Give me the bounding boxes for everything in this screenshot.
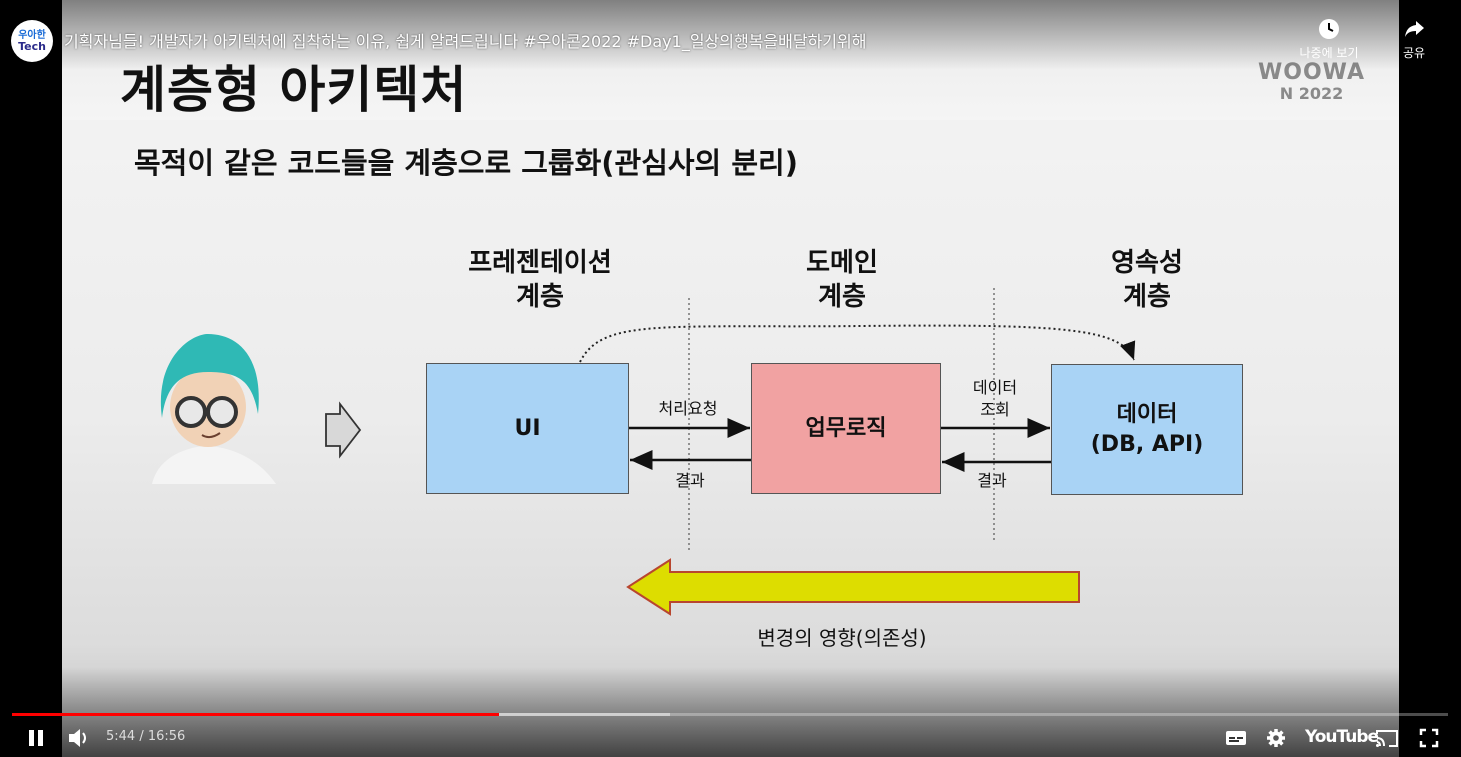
clock-icon [1319,19,1339,39]
user-avatar-icon [152,334,276,484]
domain-layer-name: 도메인 [806,248,878,278]
ui-box: UI [426,363,629,494]
dotted-bypass-arrow [579,324,1136,363]
time-separator: / [135,729,148,744]
volume-button[interactable] [66,726,92,750]
progress-bar[interactable] [12,713,1448,716]
business-logic-box: 업무로직 [751,363,941,494]
presentation-layer-suffix: 계층 [516,282,564,312]
persistence-layer-label: 영속성 계층 [1067,246,1227,314]
domain-layer-suffix: 계층 [818,282,866,312]
persistence-layer-suffix: 계층 [1123,282,1171,312]
cast-icon [1376,730,1398,747]
subtitles-button[interactable] [1223,726,1249,750]
data-box-line2: (DB, API) [1090,431,1204,457]
dependency-label: 변경의 영향(의존성) [757,626,927,650]
slide-subtitle: 목적이 같은 코드들을 계층으로 그룹화(관심사의 분리) [134,146,798,180]
progress-played [12,713,499,716]
diagram-lines [152,288,1136,616]
share-button[interactable]: 공유 [1394,18,1434,61]
pause-icon [29,730,43,746]
slide: 계층형 아키텍처 WOOWA N 2022 목적이 같은 코드들을 계층으로 그… [62,0,1399,757]
watch-later-button[interactable]: 나중에 보기 [1286,18,1372,61]
channel-logo-line2: Tech [18,39,46,53]
brand-line2: N 2022 [1279,84,1344,103]
video-title-link[interactable]: 기획자님들! 개발자가 아키텍처에 집착하는 이유, 쉽게 알려드립니다 #우아… [64,32,867,51]
channel-avatar[interactable]: 우아한 Tech [11,20,53,62]
cast-button[interactable] [1374,726,1400,750]
channel-logo-line1: 우아한 [18,29,46,41]
fullscreen-icon [1419,728,1439,748]
slide-title: 계층형 아키텍처 [120,61,468,119]
data-box: 데이터 (DB, API) [1051,364,1243,495]
data-query-line2: 조회 [980,400,1010,419]
time-display: 5:44 / 16:56 [106,729,185,744]
user-to-ui-arrow [325,401,362,459]
watch-later-label: 나중에 보기 [1299,46,1359,60]
data-query-line1: 데이터 [972,378,1018,397]
presentation-layer-label: 프레젠테이션 계층 [430,246,650,314]
persistence-layer-name: 영속성 [1111,248,1183,278]
share-label: 공유 [1402,46,1426,60]
dependency-arrow [626,558,1080,616]
presentation-layer-name: 프레젠테이션 [468,248,612,278]
brand-line1: WOOWA [1258,60,1365,85]
result-label-left: 결과 [675,471,705,490]
woowacon-brand: WOOWA N 2022 [1258,62,1365,102]
settings-button[interactable] [1263,726,1289,750]
domain-layer-label: 도메인 계층 [762,246,922,314]
data-box-line1: 데이터 [1116,401,1178,427]
data-query-label: 데이터 조회 [962,377,1028,421]
request-label: 처리요청 [658,399,718,418]
youtube-logo-link[interactable]: YouTube [1305,727,1379,747]
share-icon [1405,21,1424,37]
subtitles-icon [1226,731,1246,745]
time-total: 16:56 [147,729,186,744]
pause-button[interactable] [24,726,48,750]
fullscreen-button[interactable] [1416,726,1442,750]
gear-icon [1267,729,1285,747]
slide-header-band [62,0,1399,120]
result-label-right: 결과 [977,471,1007,490]
volume-icon [69,729,86,747]
time-current: 5:44 [106,729,136,744]
